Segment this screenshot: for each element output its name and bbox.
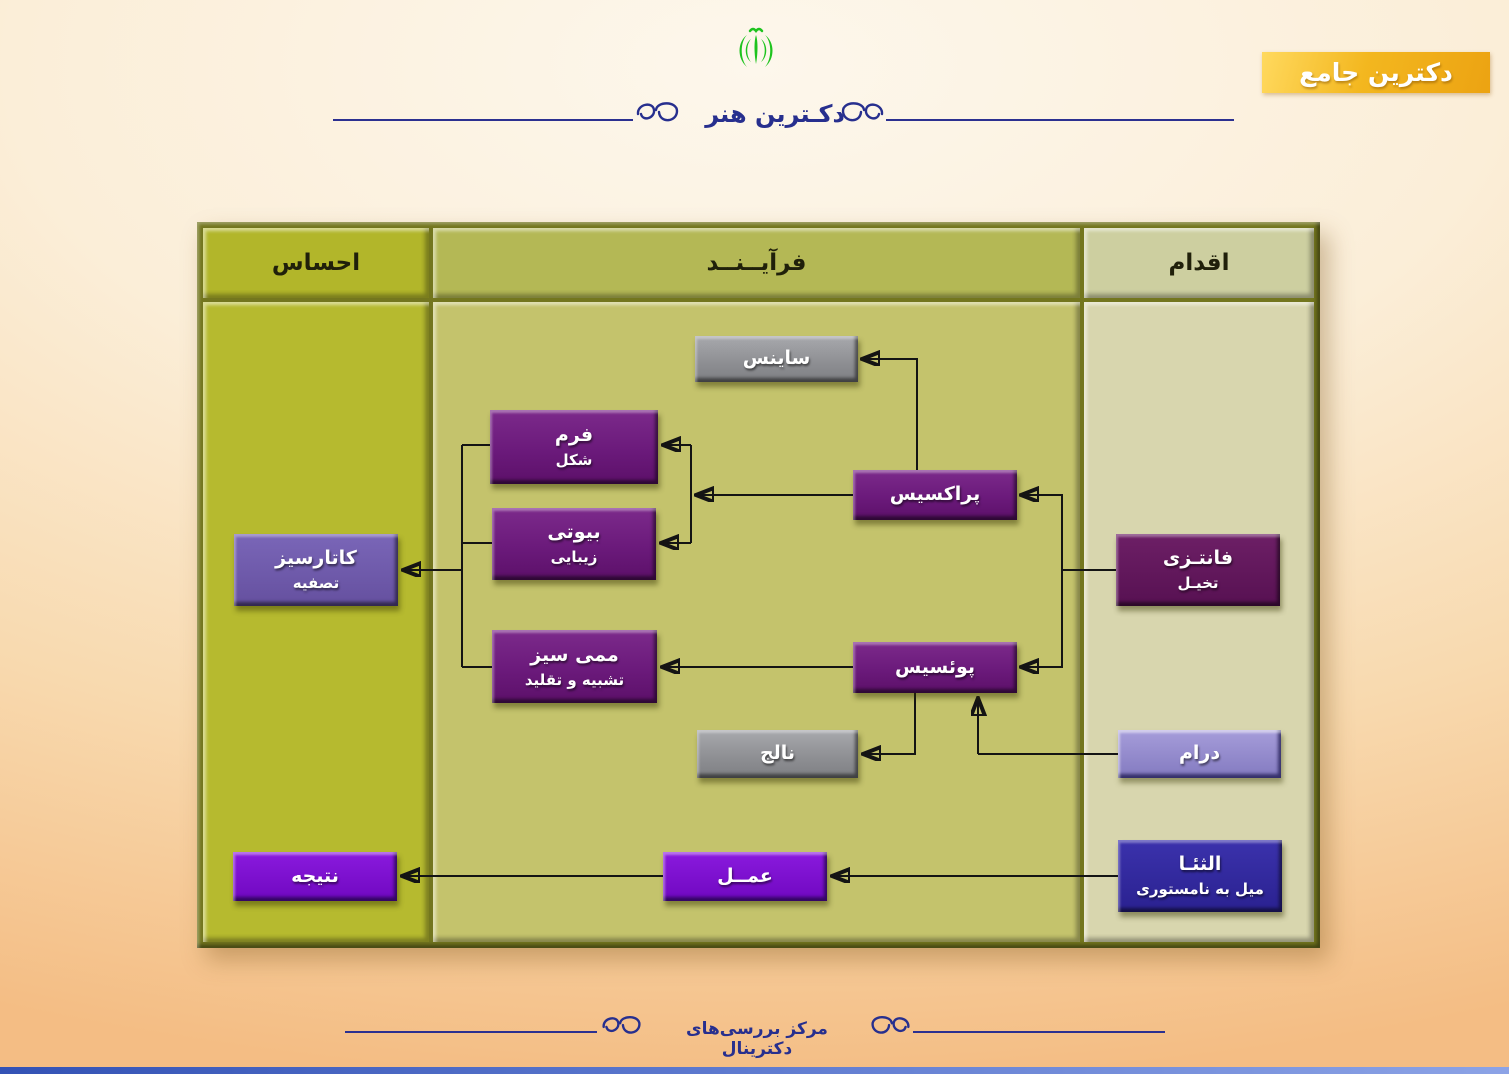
column-body-action <box>1084 302 1314 942</box>
badge-doctrine-jame: دکترین جامع <box>1262 52 1490 93</box>
column-header-feeling: احساس <box>203 228 429 298</box>
node-praxis: پراکسیس <box>853 470 1017 520</box>
column-header-feeling-label: احساس <box>271 250 361 276</box>
flourish-icon <box>868 1012 912 1040</box>
node-form-sublabel: شکل <box>555 451 593 470</box>
node-fantasy: فانتـزی تخیـل <box>1116 534 1280 606</box>
node-poiesis: پوئسیس <box>853 642 1017 693</box>
flourish-icon <box>600 1012 644 1040</box>
footer-rule-left <box>345 1031 597 1033</box>
column-body-process <box>433 302 1080 942</box>
column-header-action-label: اقدام <box>1168 250 1230 276</box>
footer-text: مرکز بررسی‌های دکترینال <box>686 1019 828 1059</box>
node-praxis-label: پراکسیس <box>889 483 981 506</box>
node-poiesis-label: پوئسیس <box>894 655 976 678</box>
node-result-label: نتیجه <box>291 864 339 887</box>
node-mimesis: ممی سیز تشبیه و تقلید <box>492 630 657 703</box>
node-knowledge-label: نالج <box>759 742 796 765</box>
title-rule-left <box>333 119 633 121</box>
flourish-icon <box>634 98 682 128</box>
node-result: نتیجه <box>233 852 397 901</box>
node-drama-label: درام <box>1178 742 1221 765</box>
badge-label: دکترین جامع <box>1299 58 1453 87</box>
column-body-feeling <box>203 302 429 942</box>
node-knowledge: نالج <box>697 730 858 778</box>
node-catharsis-sublabel: تصفیه <box>292 574 340 593</box>
allah-emblem-icon <box>733 26 779 74</box>
page-title: دکـترین هنر <box>705 100 845 128</box>
node-form: فرم شکل <box>490 410 658 484</box>
column-header-process-label: فرآیــنــد <box>706 250 807 276</box>
node-mimesis-sublabel: تشبیه و تقلید <box>524 670 625 689</box>
bottom-blue-strip <box>0 1067 1509 1074</box>
node-beauty-label: بیوتی <box>547 521 601 544</box>
node-beauty-sublabel: زیبایی <box>550 548 598 567</box>
node-fantasy-sublabel: تخیـل <box>1177 574 1219 593</box>
node-form-label: فرم <box>554 424 594 447</box>
node-catharsis: کاتارسیز تصفیه <box>234 534 398 606</box>
node-mimesis-label: ممی سیز <box>530 643 619 666</box>
column-header-process: فرآیــنــد <box>433 228 1080 298</box>
node-aletheia: الثئـا میل به نامستوری <box>1118 840 1282 912</box>
node-drama: درام <box>1118 730 1281 778</box>
node-science: ساینس <box>695 336 858 382</box>
node-fantasy-label: فانتـزی <box>1162 547 1234 570</box>
node-aletheia-sublabel: میل به نامستوری <box>1136 880 1264 899</box>
node-beauty: بیوتی زیبایی <box>492 508 656 580</box>
footer-rule-right <box>913 1031 1165 1033</box>
node-action-label: عمــل <box>717 864 773 887</box>
flourish-icon <box>838 98 886 128</box>
node-science-label: ساینس <box>742 347 811 370</box>
title-rule-right <box>886 119 1234 121</box>
node-action: عمــل <box>663 852 827 901</box>
node-aletheia-label: الثئـا <box>1178 853 1222 876</box>
column-header-action: اقدام <box>1084 228 1314 298</box>
node-catharsis-label: کاتارسیز <box>275 547 357 570</box>
